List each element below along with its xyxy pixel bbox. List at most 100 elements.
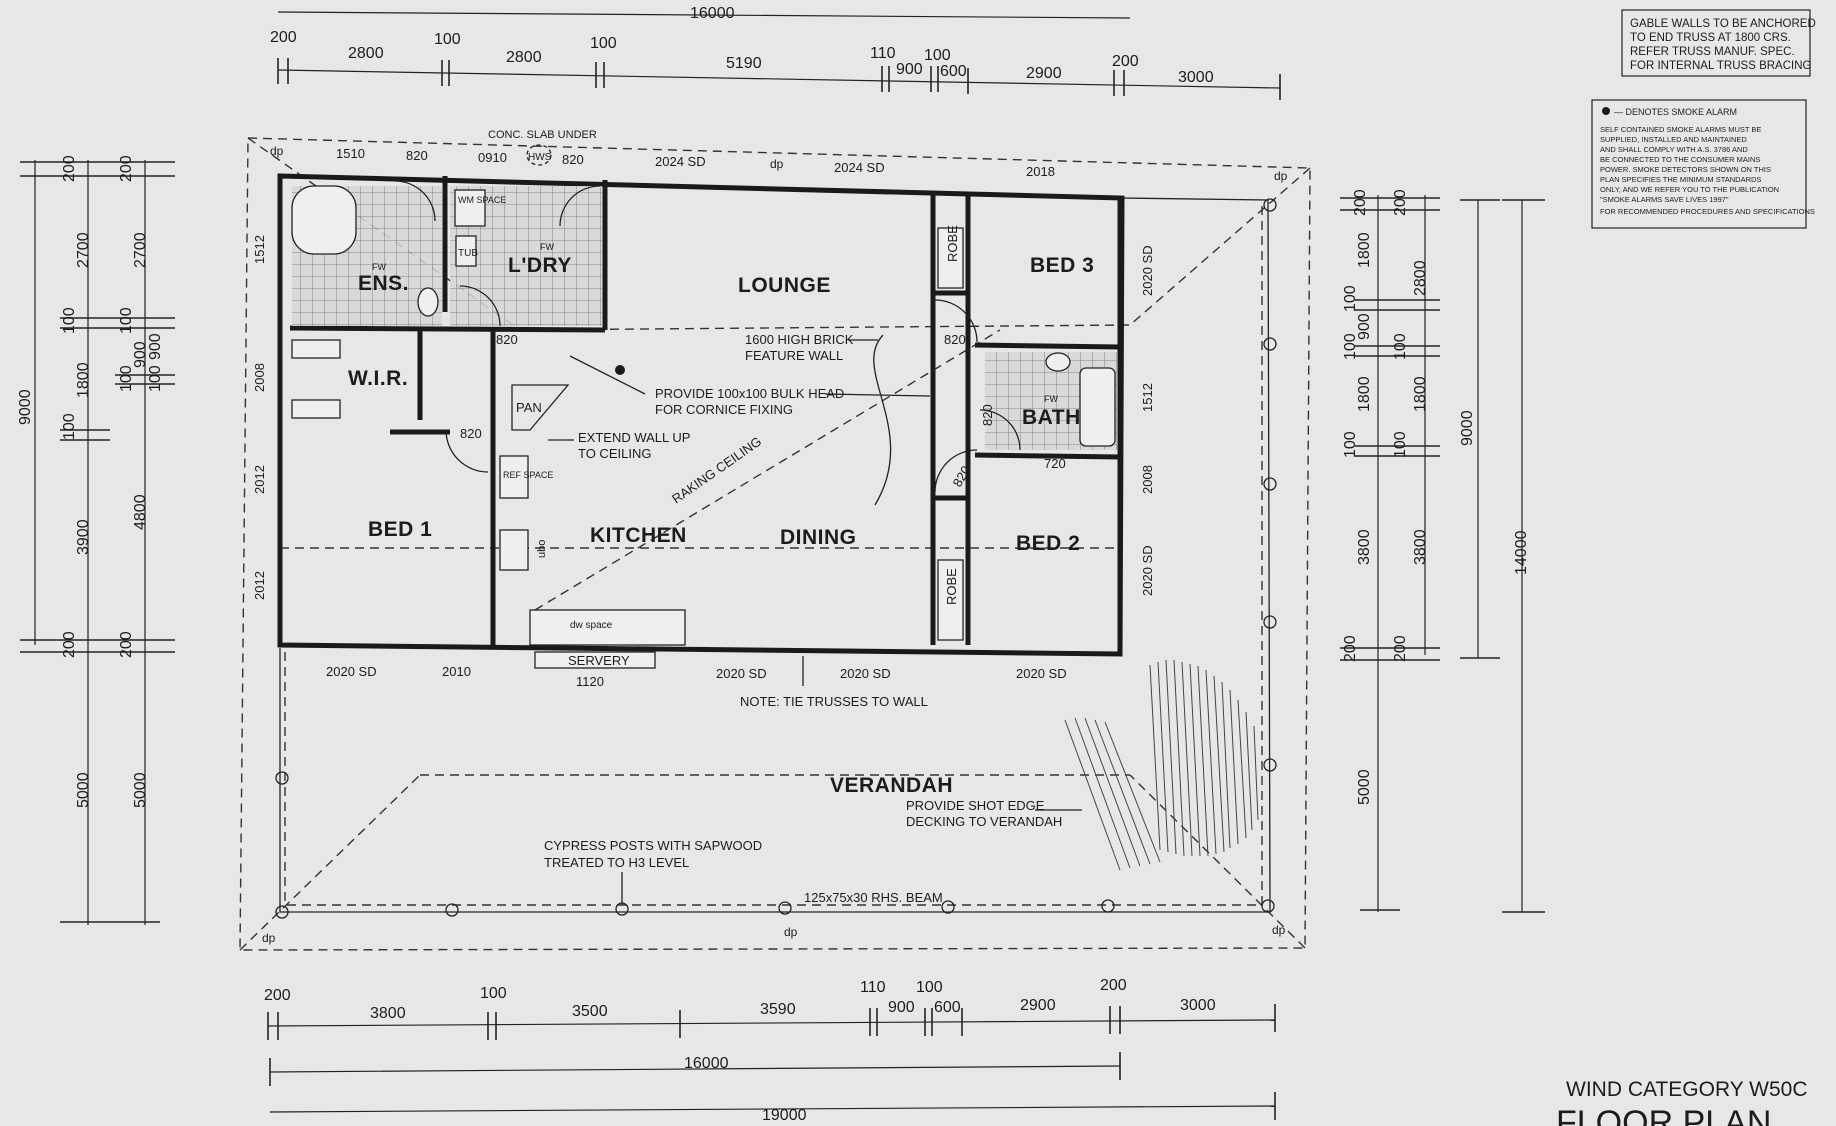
bottom-dim-200a: 200 — [264, 987, 291, 1004]
bottom-dim-100b: 100 — [916, 979, 943, 996]
right-dimensions: 200 1800 100 900 100 1800 100 3800 200 5… — [1340, 189, 1545, 913]
dp-label-bottom: dp — [784, 925, 798, 939]
top-dim-ticks — [277, 58, 1281, 100]
gable-note-box: GABLE WALLS TO BE ANCHORED TO END TRUSS … — [1621, 9, 1816, 77]
top-dim-200a: 200 — [270, 29, 297, 46]
opening-d820d: 820 — [980, 404, 995, 426]
left-dim-100a: 100 — [61, 307, 78, 334]
right-dim-14000: 14000 — [1513, 530, 1530, 575]
room-label-bath: BATH — [1022, 406, 1081, 429]
verandah-outline — [275, 197, 1277, 919]
wm-space-label: WM SPACE — [458, 195, 506, 205]
left-dim-900a: 900 — [132, 341, 149, 368]
note-beam: 125x75x30 RHS. BEAM — [804, 890, 943, 905]
left-dim-3900: 3900 — [75, 519, 92, 555]
tub-box — [455, 235, 477, 267]
opening-2024a: 2024 SD — [655, 154, 706, 169]
opening-2012b: 2012 — [252, 571, 267, 600]
left-dim-200c: 200 — [118, 155, 135, 182]
hws-label: HWS — [528, 152, 552, 163]
smoke-note-line-6: PLAN SPECIFIES THE MINIMUM STANDARDS — [1600, 175, 1761, 184]
room-label-bed3: BED 3 — [1030, 254, 1094, 277]
room-label-ldry: L'DRY — [508, 254, 572, 277]
opening-d720: 720 — [1044, 456, 1066, 471]
robe-bottom-box — [937, 559, 964, 641]
bottom-dim-3500: 3500 — [572, 1003, 608, 1020]
opening-b2010: 2010 — [442, 664, 471, 679]
note-cypress-2: TREATED TO H3 LEVEL — [544, 855, 689, 870]
opening-d820a: 820 — [496, 332, 518, 347]
smoke-note-line-4: BE CONNECTED TO THE CONSUMER MAINS — [1600, 155, 1760, 164]
room-label-bed1: BED 1 — [368, 518, 432, 541]
left-dim-9000: 9000 — [17, 389, 34, 425]
note-brick-2: FEATURE WALL — [745, 348, 843, 363]
wm-space-box — [454, 189, 486, 227]
right-dim-100b: 100 — [1342, 333, 1359, 360]
note-brick-1: 1600 HIGH BRICK — [745, 332, 854, 347]
room-label-ens: ENS. — [358, 272, 409, 295]
opening-b1120: 1120 — [576, 674, 604, 689]
right-dim-1800a: 1800 — [1356, 232, 1373, 268]
bottom-dim-200b: 200 — [1100, 977, 1127, 994]
top-dim-600: 600 — [940, 63, 967, 80]
right-dim-200a: 200 — [1352, 189, 1369, 216]
smoke-note-line-9: FOR RECOMMENDED PROCEDURES AND SPECIFICA… — [1600, 207, 1815, 216]
smoke-note-title: — DENOTES SMOKE ALARM — [1614, 107, 1737, 117]
dp-label-bl: dp — [262, 931, 276, 945]
right-dim-100a: 100 — [1342, 285, 1359, 312]
note-bulk-1: PROVIDE 100x100 BULK HEAD — [655, 386, 844, 401]
fw-label-ldry: FW — [540, 242, 554, 252]
right-dim-1800b: 1800 — [1356, 376, 1373, 412]
room-label-robe-bottom: ROBE — [944, 568, 959, 605]
robe-top-box — [937, 227, 964, 289]
top-dim-2800b: 2800 — [506, 49, 542, 66]
cooktop — [499, 529, 529, 571]
left-dim-100d: 100 — [118, 365, 135, 392]
ensuite-bath-tub — [291, 185, 357, 255]
note-slab: CONC. SLAB UNDER — [488, 129, 597, 141]
gable-note-line-1: GABLE WALLS TO BE ANCHORED — [1630, 18, 1816, 30]
left-dimensions: 9000 200 2700 100 1800 100 3900 200 5000… — [17, 155, 175, 925]
wir-shelf-b — [291, 399, 341, 419]
note-cypress-1: CYPRESS POSTS WITH SAPWOOD — [544, 838, 762, 853]
bottom-dim-100a: 100 — [480, 985, 507, 1002]
top-dim-200b: 200 — [1112, 53, 1139, 70]
right-dim-2800: 2800 — [1412, 260, 1429, 296]
bath-basin — [1045, 352, 1071, 372]
hws-circle — [526, 144, 552, 166]
bottom-dim-3800: 3800 — [370, 1005, 406, 1022]
fixture-labels: WM SPACE TUB REF SPACE dw space SERVERY … — [262, 144, 1288, 945]
room-label-dining: DINING — [780, 526, 857, 549]
fw-label-ens: FW — [372, 262, 386, 272]
wir-shelf-a — [291, 339, 341, 359]
room-label-robe-top: ROBE — [945, 225, 960, 262]
door-swings — [291, 144, 1021, 669]
smoke-note-line-7: ONLY, AND WE REFER YOU TO THE PUBLICATIO… — [1600, 185, 1779, 194]
opening-0910: 0910 — [478, 150, 507, 165]
bottom-dim-16000: 16000 — [684, 1055, 729, 1072]
smoke-note-line-5: POWER. SMOKE DETECTORS SHOWN ON THIS — [1600, 165, 1771, 174]
right-dim-3800a: 3800 — [1356, 529, 1373, 565]
room-label-verandah: VERANDAH — [830, 774, 953, 797]
left-dim-2700b: 2700 — [132, 232, 149, 268]
floor-plan-title: FLOOR PLAN — [1556, 1104, 1771, 1126]
left-dim-100e: 100 — [147, 365, 164, 392]
opening-d820c: 820 — [944, 332, 966, 347]
right-dim-200b: 200 — [1342, 635, 1359, 662]
right-dim-100d: 100 — [1392, 333, 1409, 360]
right-dim-9000: 9000 — [1459, 410, 1476, 446]
bottom-dim-110: 110 — [860, 979, 886, 996]
opening-820a: 820 — [406, 148, 428, 163]
smoke-alarm-marker — [615, 365, 625, 375]
note-bulk-2: FOR CORNICE FIXING — [655, 402, 793, 417]
ref-space-box — [499, 455, 529, 499]
right-dim-3800b: 3800 — [1412, 529, 1429, 565]
dp-label-br: dp — [1272, 923, 1286, 937]
dw-space-label: dw space — [570, 620, 613, 631]
opening-2024b: 2024 SD — [834, 160, 885, 175]
room-label-pan: PAN — [516, 400, 542, 415]
gable-note-line-4: FOR INTERNAL TRUSS BRACING — [1630, 60, 1812, 72]
left-dim-100c: 100 — [118, 307, 135, 334]
bottom-dim-600: 600 — [934, 999, 961, 1016]
